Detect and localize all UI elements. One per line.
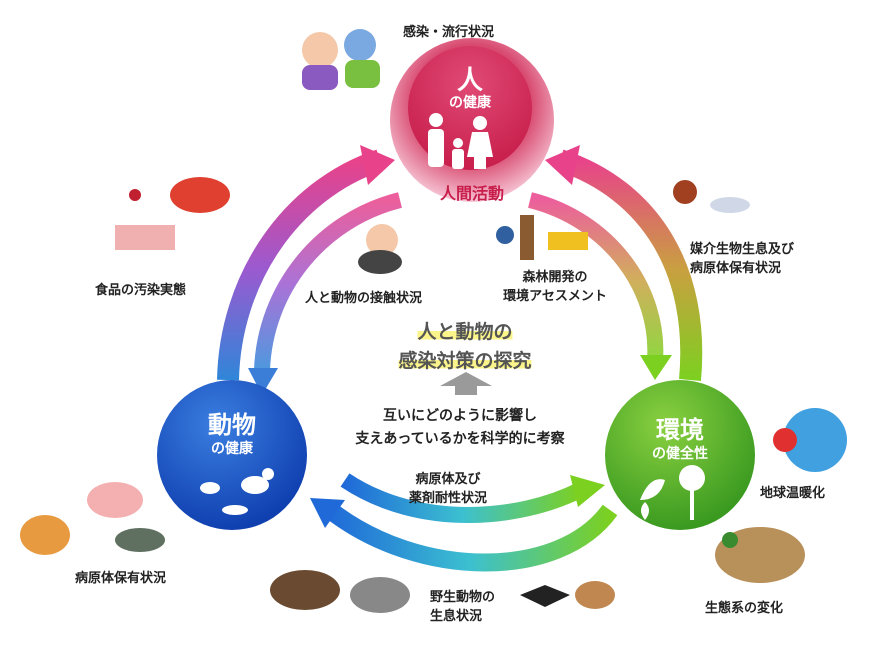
label-contact: 人と動物の接触状況 [305,291,423,306]
label-forest: 森林開発の環境アセスメント [503,268,607,306]
arrow-inner-left [254,192,403,371]
animal-title: 動物 [208,411,256,439]
food-illustration [115,177,230,250]
human-subtitle: の健康 [449,95,491,111]
label-vector-line1: 媒介生物生息及び [690,242,795,257]
cat-contact-illustration [358,224,402,274]
label-vector: 媒介生物生息及び病原体保有状況 [690,240,794,278]
sick-people-illustration [302,29,380,90]
animal-icons [200,468,274,515]
vector-illustration [673,180,750,213]
label-infection: 感染・流行状況 [403,25,495,40]
label-forest-line1: 森林開発の [522,270,588,285]
wild-animals-illustration [270,570,615,613]
label-forest-line2: 環境アセスメント [503,289,607,304]
forest-dev-illustration [496,215,588,260]
center-goal: 人と動物の感染対策の探究 [398,318,532,376]
arrow-inner-right [527,192,664,361]
human-title: 人 [456,66,484,96]
arrow-env-to-animal [324,502,618,572]
environment-title: 環境 [656,416,704,444]
human-activity-label: 人間活動 [439,184,505,203]
label-vector-line2: 病原体保有状況 [690,261,782,276]
label-food: 食品の汚染実態 [95,283,187,298]
goal-line2: 感染対策の探究 [398,350,532,372]
up-arrow [440,372,492,395]
label-resistance-line2: 薬剤耐性状況 [408,491,488,506]
desc-line1: 互いにどのように影響し [383,408,537,424]
label-resistance-line1: 病原体及び [415,472,481,487]
ecosystem-illustration [715,527,805,583]
label-warming: 地球温暖化 [760,486,826,501]
environment-subtitle: の健全性 [652,446,708,462]
arrow-env-to-human [556,149,703,381]
label-wildlife-line2: 生息状況 [430,609,483,624]
plant-icons [640,465,705,520]
desc-line2: 支えあっているかを科学的に考察 [355,431,565,447]
arrow-human-to-animal [217,149,384,381]
center-description: 互いにどのように影響し支えあっているかを科学的に考察 [355,405,564,451]
label-animal-pathogen: 病原体保有状況 [75,571,167,586]
label-resistance: 病原体及び薬剤耐性状況 [409,470,487,508]
earth-illustration [773,408,847,472]
animal-subtitle: の健康 [211,441,253,457]
environment-circle [605,380,755,530]
arrow-animal-to-env [340,473,584,523]
animal-circle [157,380,307,530]
label-wildlife: 野生動物の生息状況 [430,588,495,626]
label-ecosystem: 生態系の変化 [705,601,784,616]
family-icon [428,113,493,169]
livestock-illustration [20,482,165,555]
label-wildlife-line1: 野生動物の [430,590,496,605]
goal-line1: 人と動物の [417,321,513,343]
